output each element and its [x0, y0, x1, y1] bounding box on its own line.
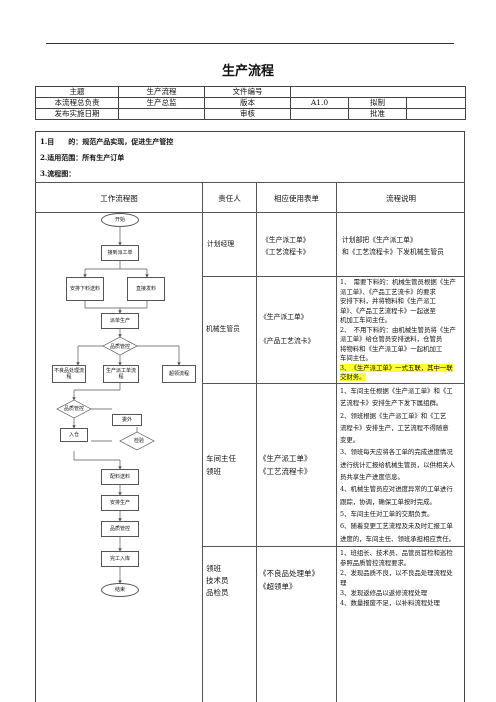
forms-cell: 《生产派工单》《产品工艺流卡》 — [260, 313, 315, 345]
cell-value — [290, 108, 349, 120]
col-desc: 流程说明 — [386, 194, 416, 203]
scope-line: 2.适用范围：所有生产订单 — [40, 153, 125, 162]
flowchart-connectors — [56, 227, 181, 584]
owner-cell: 车间主任 领班 — [206, 454, 236, 476]
cell-label: 拟制 — [348, 97, 407, 109]
forms-cell: 《生产派工单》《工艺流程卡》 — [259, 454, 312, 476]
inspect-decision: 检验 — [133, 438, 144, 444]
header-rule — [46, 43, 454, 44]
owner-cell: 机械生管员 — [206, 325, 240, 333]
col-forms: 相应使用表单 — [274, 194, 319, 203]
process-section — [35, 131, 465, 702]
schedule-production-step: 安排生产 — [101, 495, 139, 511]
outsource-step: 委外 — [112, 414, 142, 426]
desc-cell: 1、 需要下料的：机械生管员根据《生产派工单》、《产品工艺流卡》的要求安排下料，… — [340, 278, 456, 381]
cell-label: 版本 — [204, 97, 291, 109]
cell-label: 审核 — [204, 108, 291, 120]
end-node: 结束 — [101, 583, 139, 597]
cell-value — [118, 108, 205, 120]
divider — [35, 212, 465, 213]
qc-decision-2: 品质管控 — [63, 406, 84, 412]
divider — [202, 383, 465, 384]
cell-value: 生产流程 — [118, 86, 205, 98]
col-owner: 责任人 — [218, 194, 241, 203]
cell-value: A1.0 — [290, 97, 349, 109]
dispatch-ticket-process: 生产派工单流程 — [103, 365, 139, 383]
owner-cell: 计划经理 — [207, 240, 235, 248]
cell-label: 主题 — [35, 86, 119, 98]
defect-process: 不良品处理流程 — [52, 365, 86, 383]
cell-value — [405, 97, 467, 109]
warehouse-in-step: 入仓 — [60, 428, 88, 442]
purpose-line: 1.目 的：规范产品实现，促进生产管控 — [40, 137, 174, 146]
divider — [202, 546, 465, 547]
desc-cell: 1、班组长、技术员、品管员首检和巡检参照品质管控流程要求。2、发现品质不良，以不… — [340, 549, 453, 607]
owner-cell: 领班 技术员 品检员 — [206, 564, 229, 597]
overdraw-process: 超领流程 — [162, 365, 196, 383]
desc-cell: 1、车间主任根据《生产派工单》和《工艺流程卡》安排生产下发下属组群。2、领班根据… — [340, 387, 456, 543]
page-title: 生产流程 — [221, 64, 274, 79]
col-flow: 工作流程图 — [100, 194, 138, 203]
chart-label: 3.流程图： — [40, 169, 76, 178]
cell-value — [289, 86, 467, 98]
completion-step: 完工入库 — [101, 551, 139, 567]
cell-value: 生产总监 — [118, 97, 205, 109]
dispatch-step: 派单生产 — [101, 313, 139, 329]
cell-label: 发布实施日期 — [35, 108, 119, 120]
arrange-cutting-step: 安排下料送料 — [66, 277, 104, 301]
receive-order-step: 接到派工单 — [101, 245, 139, 261]
direct-issue-step: 直接发料 — [127, 277, 165, 301]
divider — [256, 182, 257, 702]
qc-decision-1: 品质管控 — [109, 344, 130, 350]
qc-step: 品质管控 — [101, 521, 139, 537]
cell-value — [405, 108, 467, 120]
divider — [202, 182, 203, 702]
divider — [202, 276, 465, 277]
forms-cell: 《生产派工单》《工艺流程卡》 — [262, 236, 310, 256]
material-delivery-step: 配料送料 — [101, 469, 139, 485]
start-node: 开始 — [101, 213, 139, 227]
cell-label: 本流程总负责 — [35, 97, 119, 109]
divider — [35, 182, 465, 183]
desc-cell: 计划部把《生产派工单》和《工艺流程卡》下发机械生管员 — [342, 236, 444, 256]
doc-info-table: 主题 生产流程 文件编号 本流程总负责 生产总监 版本 A1.0 拟制 发布实施… — [35, 86, 467, 120]
divider — [336, 182, 337, 702]
cell-label: 批准 — [348, 108, 407, 120]
forms-cell: 《不良品处理单》《超领单》 — [259, 569, 319, 591]
cell-label: 文件编号 — [204, 86, 291, 98]
